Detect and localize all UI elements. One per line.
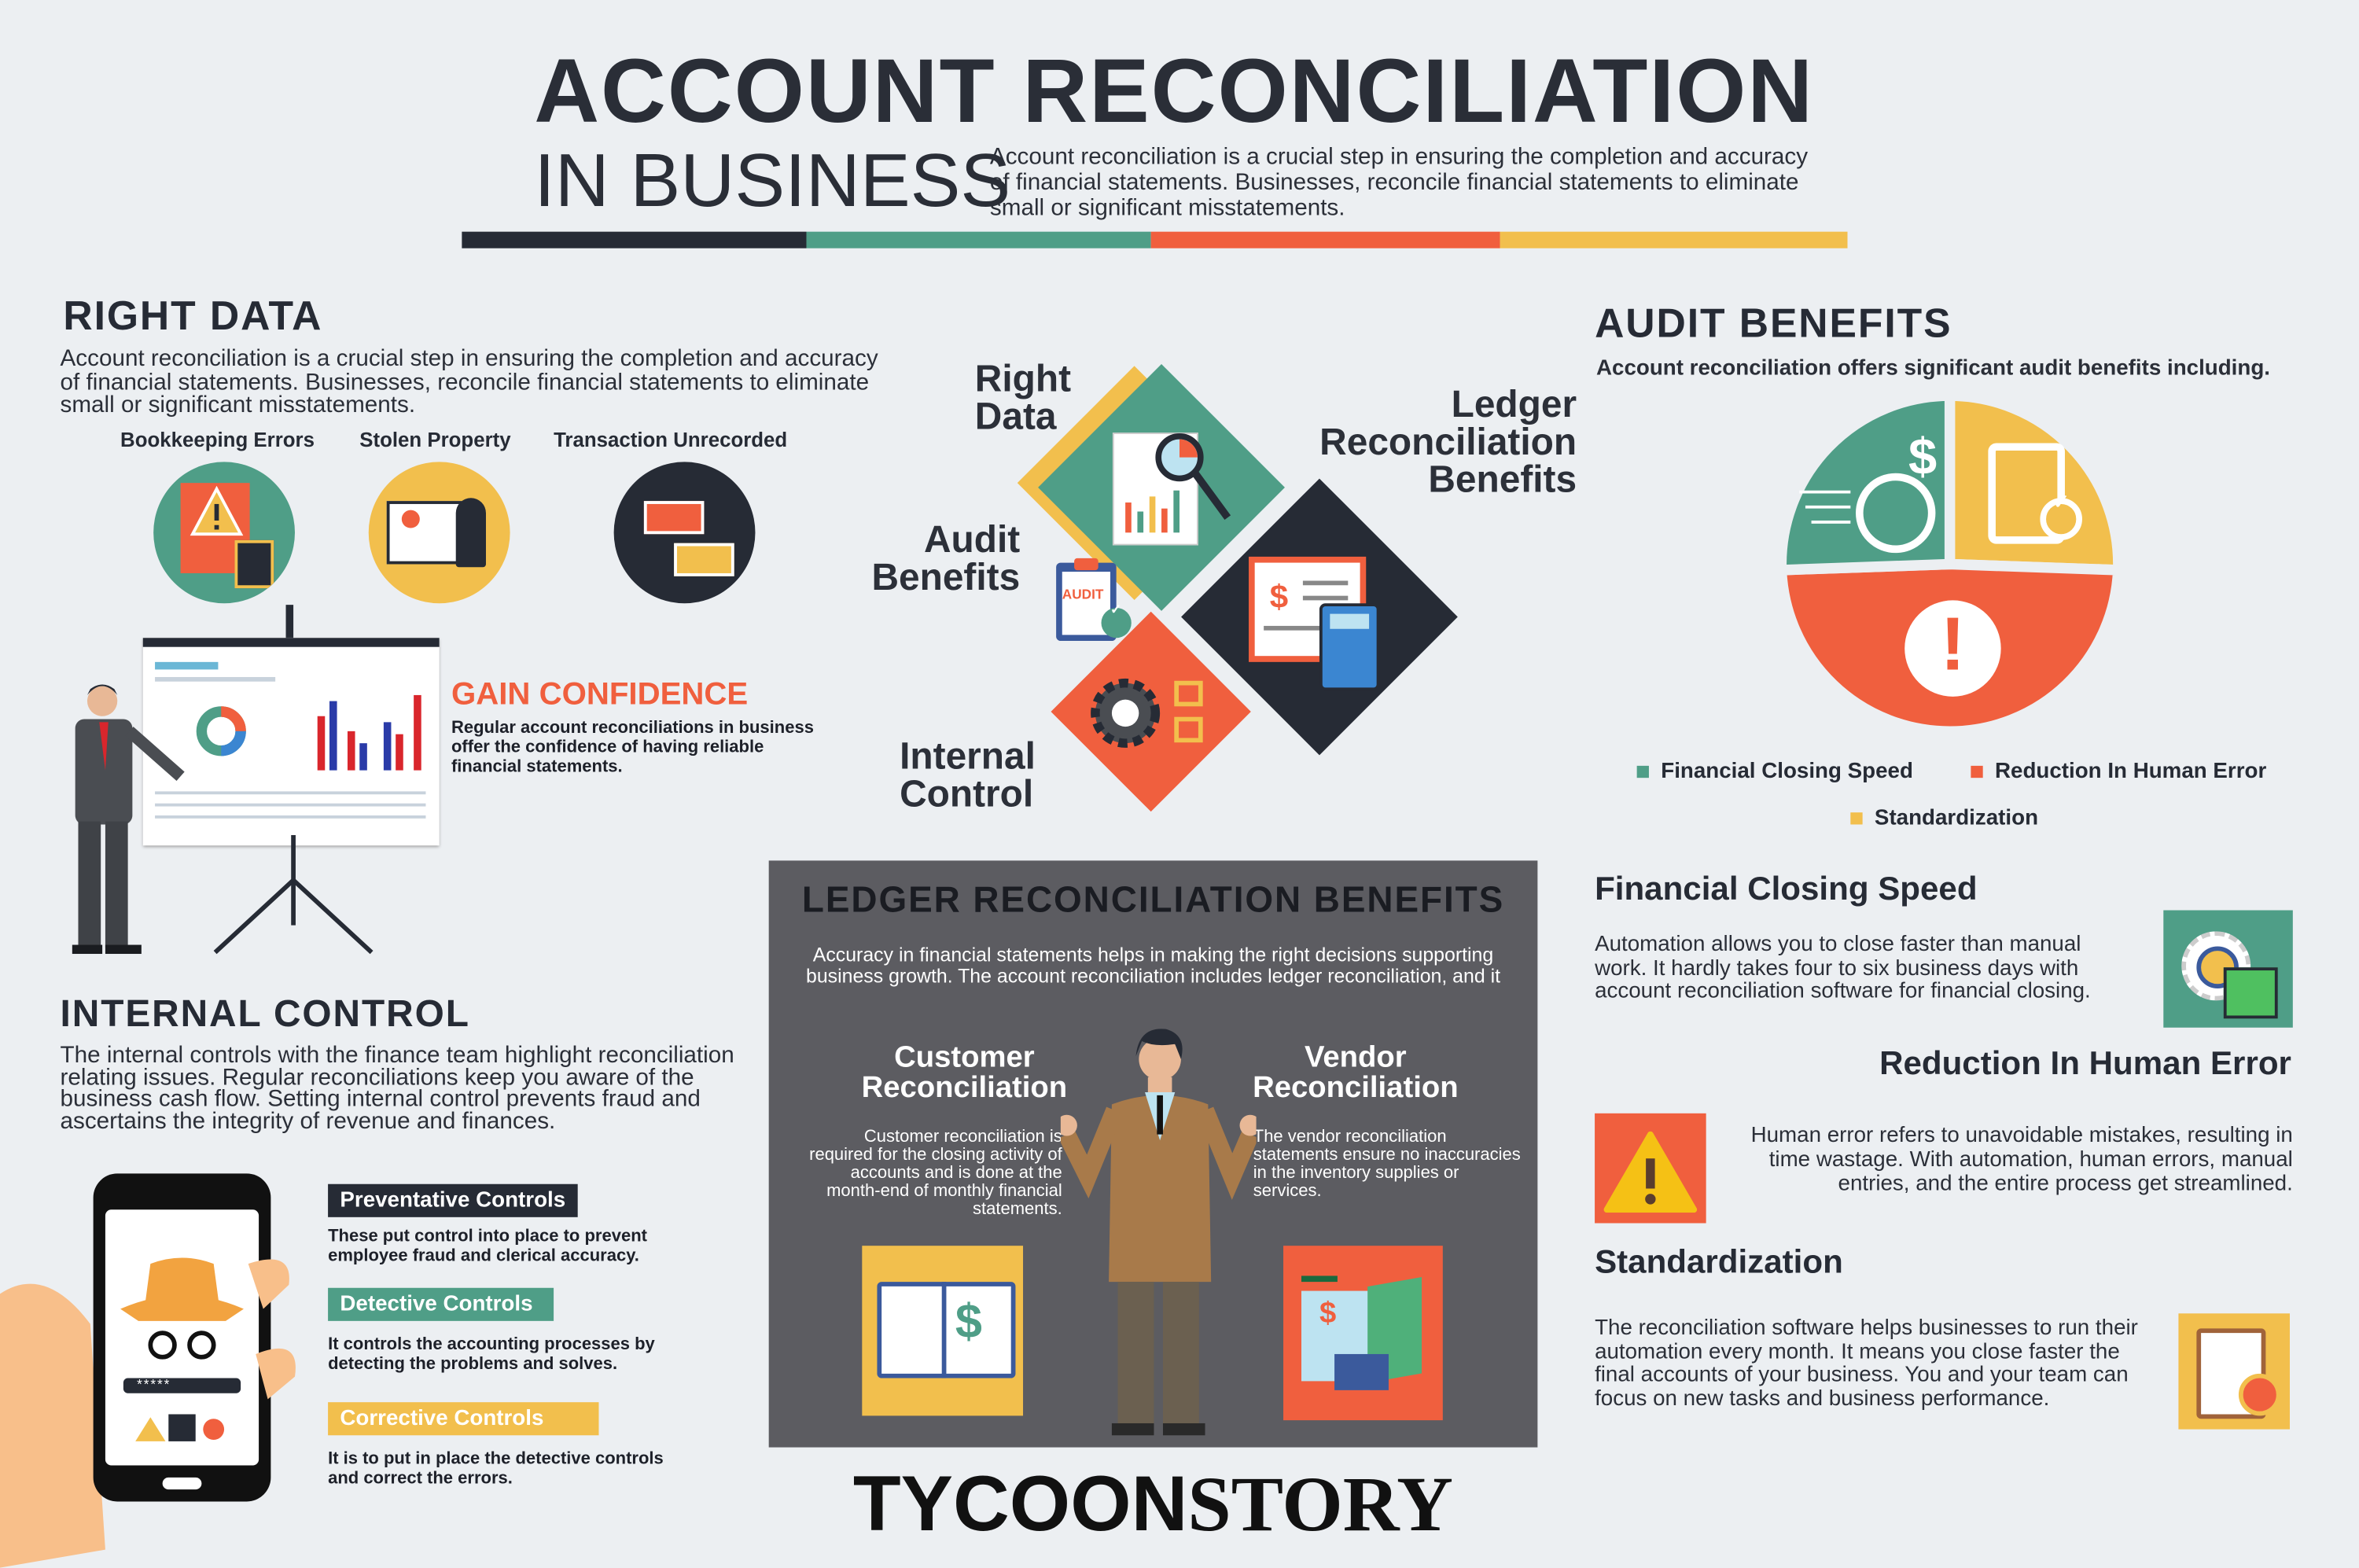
invoice-calculator-icon: $ xyxy=(1249,556,1380,691)
legend-label: Standardization xyxy=(1874,806,2039,831)
center-label-ledger: Ledger Reconciliation Benefits xyxy=(1319,383,1577,502)
page-title: ACCOUNT RECONCILIATION xyxy=(534,40,1815,142)
internal-control-title: INTERNAL CONTROL xyxy=(60,992,470,1036)
phone-in-hand-illustration xyxy=(0,1173,296,1568)
audit-clipboard-icon xyxy=(1056,558,1132,642)
book-dollar-glyph: $ xyxy=(955,1294,982,1349)
pie-exclaim-glyph: ! xyxy=(1940,602,1966,686)
item-label-stolen: Stolen Property xyxy=(359,429,511,451)
audit-benefits-text: Account reconciliation offers significan… xyxy=(1595,356,2271,381)
clipboard-check-icon xyxy=(1988,443,2065,544)
legend-swatch-yellow xyxy=(1850,812,1863,825)
thief-map-icon xyxy=(368,462,510,604)
corrective-controls-tag: Corrective Controls xyxy=(328,1402,599,1436)
item-label-bookkeeping: Bookkeeping Errors xyxy=(120,429,315,451)
money-transfer-icon xyxy=(613,462,756,604)
closing-speed-text: Automation allows you to close faster th… xyxy=(1595,933,2091,1004)
corrective-controls-text: It is to put in place the detective cont… xyxy=(328,1450,664,1489)
gear-money-icon xyxy=(2163,910,2293,1028)
color-bar xyxy=(462,231,1848,248)
phone-password-field: ***** xyxy=(137,1376,171,1392)
pie-slice-standardization xyxy=(1944,390,2124,576)
svg-text:$: $ xyxy=(1270,578,1288,615)
internal-control-text: The internal controls with the finance t… xyxy=(60,1042,734,1135)
legend-swatch-green xyxy=(1636,766,1649,778)
closing-speed-title: Financial Closing Speed xyxy=(1595,869,1978,907)
header-intro: Account reconciliation is a crucial step… xyxy=(989,144,1809,222)
audit-check-icon: ✓ xyxy=(1110,602,1122,617)
preventative-controls-text: These put control into place to prevent … xyxy=(328,1228,647,1266)
human-error-title: Reduction In Human Error xyxy=(1879,1043,2291,1082)
legend-standardization: Standardization xyxy=(1850,806,2039,831)
bank-money-icon: $ xyxy=(1283,1246,1443,1421)
exclamation-icon xyxy=(1904,600,2001,697)
center-label-right-data: Right Data xyxy=(974,358,1072,438)
human-error-text: Human error refers to unavoidable mistak… xyxy=(1750,1124,2293,1196)
report-magnifier-icon xyxy=(1112,432,1231,546)
presenter-man-illustration xyxy=(72,684,185,955)
right-data-title: RIGHT DATA xyxy=(63,293,323,339)
center-label-internal: Internal Control xyxy=(900,735,1036,815)
warning-icon xyxy=(1595,1113,1706,1224)
gear-checklist-icon xyxy=(1091,678,1203,748)
ledger-text: Accuracy in financial statements helps i… xyxy=(806,943,1501,988)
legend-closing-speed: Financial Closing Speed xyxy=(1636,760,1913,784)
vendor-reconciliation-text: The vendor reconciliation statements ens… xyxy=(1253,1128,1521,1201)
presentation-board xyxy=(142,638,440,846)
center-label-audit: Audit Benefits xyxy=(871,519,1021,599)
page-subtitle: IN BUSINESS xyxy=(534,138,1011,223)
pie-slice-closing-speed xyxy=(1776,390,1956,576)
donut-chart-icon xyxy=(196,706,246,756)
gain-confidence-title: GAIN CONFIDENCE xyxy=(451,676,749,712)
brand-light: STORY xyxy=(1187,1462,1453,1548)
ledger-panel: LEDGER RECONCILIATION BENEFITS Accuracy … xyxy=(768,860,1538,1448)
color-bar-green xyxy=(806,231,1151,248)
legend-label: Financial Closing Speed xyxy=(1661,760,1913,784)
item-label-transaction: Transaction Unrecorded xyxy=(554,429,788,451)
audit-benefits-title: AUDIT BENEFITS xyxy=(1595,300,1952,347)
board-hanger xyxy=(285,605,294,642)
detective-controls-tag: Detective Controls xyxy=(328,1287,554,1321)
customer-reconciliation-text: Customer reconciliation is required for … xyxy=(809,1128,1062,1219)
clipboard-badge-icon xyxy=(2178,1313,2290,1430)
gain-confidence-text: Regular account reconciliations in busin… xyxy=(451,719,814,777)
businessman-illustration xyxy=(1060,1029,1257,1436)
brand-logo: TYCOONSTORY xyxy=(853,1459,1453,1551)
bank-dollar-glyph: $ xyxy=(1319,1297,1337,1331)
board-stand xyxy=(213,834,374,955)
dollar-coin-icon xyxy=(1856,473,1936,554)
pie-dollar-glyph: $ xyxy=(1908,429,1938,486)
legend-human-error: Reduction In Human Error xyxy=(1971,760,2266,784)
bar-chart-icon xyxy=(317,694,421,771)
brand-bold: TYCOON xyxy=(852,1460,1188,1548)
customer-reconciliation-title: Customer Reconciliation xyxy=(861,1040,1068,1105)
color-bar-dark xyxy=(462,231,807,248)
open-book-dollar-icon: $ xyxy=(862,1246,1024,1416)
color-bar-yellow xyxy=(1500,231,1848,248)
warning-book-calculator-icon xyxy=(153,462,296,604)
ledger-title: LEDGER RECONCILIATION BENEFITS xyxy=(801,880,1505,921)
audit-benefits-pie xyxy=(1776,390,2124,737)
standardization-text: The reconciliation software helps busine… xyxy=(1595,1316,2138,1411)
vendor-reconciliation-title: Vendor Reconciliation xyxy=(1253,1040,1459,1105)
legend-label: Reduction In Human Error xyxy=(1994,760,2267,784)
legend-swatch-orange xyxy=(1971,766,1983,778)
standardization-title: Standardization xyxy=(1595,1242,1843,1281)
audit-badge-text: AUDIT xyxy=(1062,587,1104,602)
color-bar-orange xyxy=(1150,231,1500,248)
preventative-controls-tag: Preventative Controls xyxy=(328,1183,578,1217)
detective-controls-text: It controls the accounting processes by … xyxy=(328,1335,655,1374)
right-data-text: Account reconciliation is a crucial step… xyxy=(60,346,878,418)
pie-check-glyph: ✓ xyxy=(2052,490,2070,513)
